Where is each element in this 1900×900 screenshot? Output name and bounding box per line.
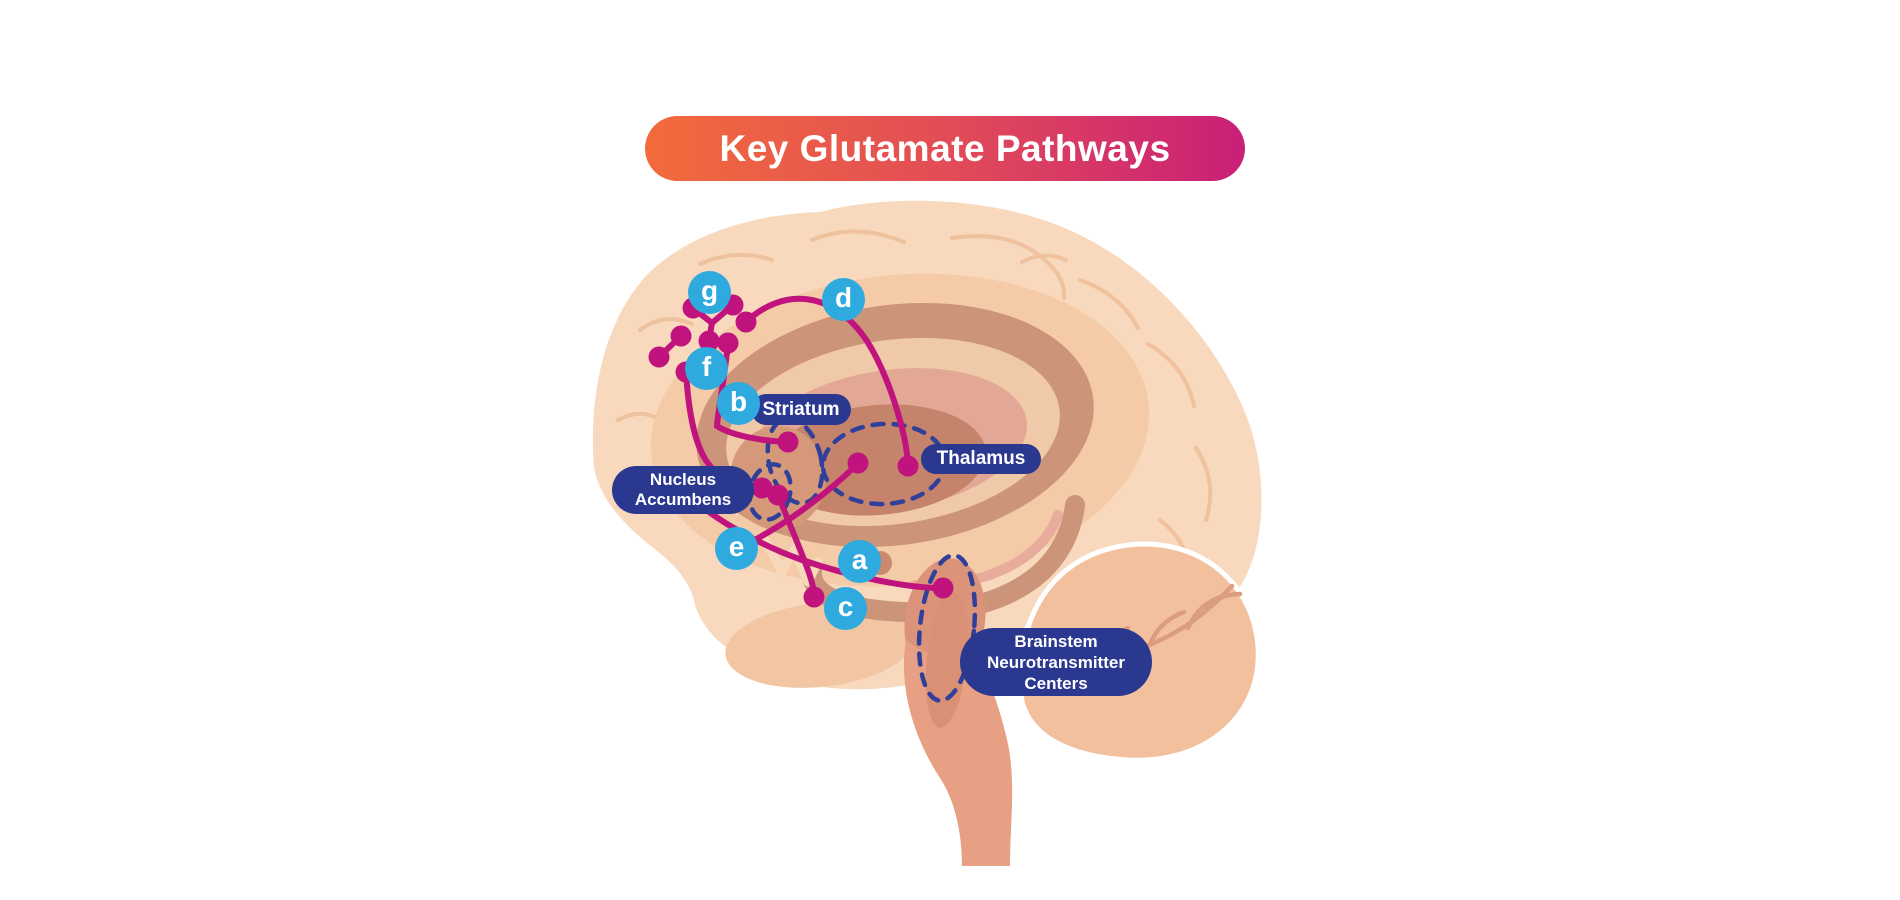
accumbens-patch xyxy=(730,426,826,530)
pathway-d-line xyxy=(743,295,911,467)
marker-b-letter: b xyxy=(729,386,748,417)
marker-d-letter: d xyxy=(834,282,853,313)
label-brainstem-neurotransmitter-centers: Brainstem Neurotransmitter Centers xyxy=(960,628,1152,696)
marker-f: f xyxy=(685,347,728,390)
marker-e: e xyxy=(715,527,758,570)
marker-c-letter: c xyxy=(837,591,854,622)
label-striatum: Striatum xyxy=(751,394,851,425)
marker-g: g xyxy=(688,271,731,314)
label-nucleus-accumbens-line1: Nucleus xyxy=(649,470,717,489)
synapse-dots xyxy=(648,294,954,608)
page-title: Key Glutamate Pathways xyxy=(719,127,1171,169)
temporal-band xyxy=(725,602,915,688)
marker-e-letter: e xyxy=(728,531,745,562)
brainstem-dashed-outline xyxy=(916,553,978,703)
marker-d: d xyxy=(822,278,865,321)
marker-a: a xyxy=(838,540,881,583)
label-nucleus-accumbens: Nucleus Accumbens xyxy=(612,466,754,514)
marker-c: c xyxy=(824,587,867,630)
marker-a-letter: a xyxy=(851,544,868,575)
title-banner: Key Glutamate Pathways xyxy=(645,116,1245,181)
marker-b: b xyxy=(717,382,760,425)
striatum-dashed-outline xyxy=(765,416,825,506)
label-brainstem-line2: Neurotransmitter xyxy=(987,652,1125,672)
marker-g-letter: g xyxy=(700,275,719,306)
label-brainstem-line3: Centers xyxy=(1024,673,1088,693)
marker-f-letter: f xyxy=(701,351,712,382)
label-thalamus: Thalamus xyxy=(921,444,1041,474)
brainstem-inner-stripe xyxy=(925,592,969,728)
label-striatum-text: Striatum xyxy=(762,398,840,420)
label-nucleus-accumbens-line2: Accumbens xyxy=(634,490,732,509)
label-thalamus-text: Thalamus xyxy=(936,448,1026,470)
pathways xyxy=(656,295,944,599)
label-brainstem-line1: Brainstem xyxy=(1014,631,1098,651)
